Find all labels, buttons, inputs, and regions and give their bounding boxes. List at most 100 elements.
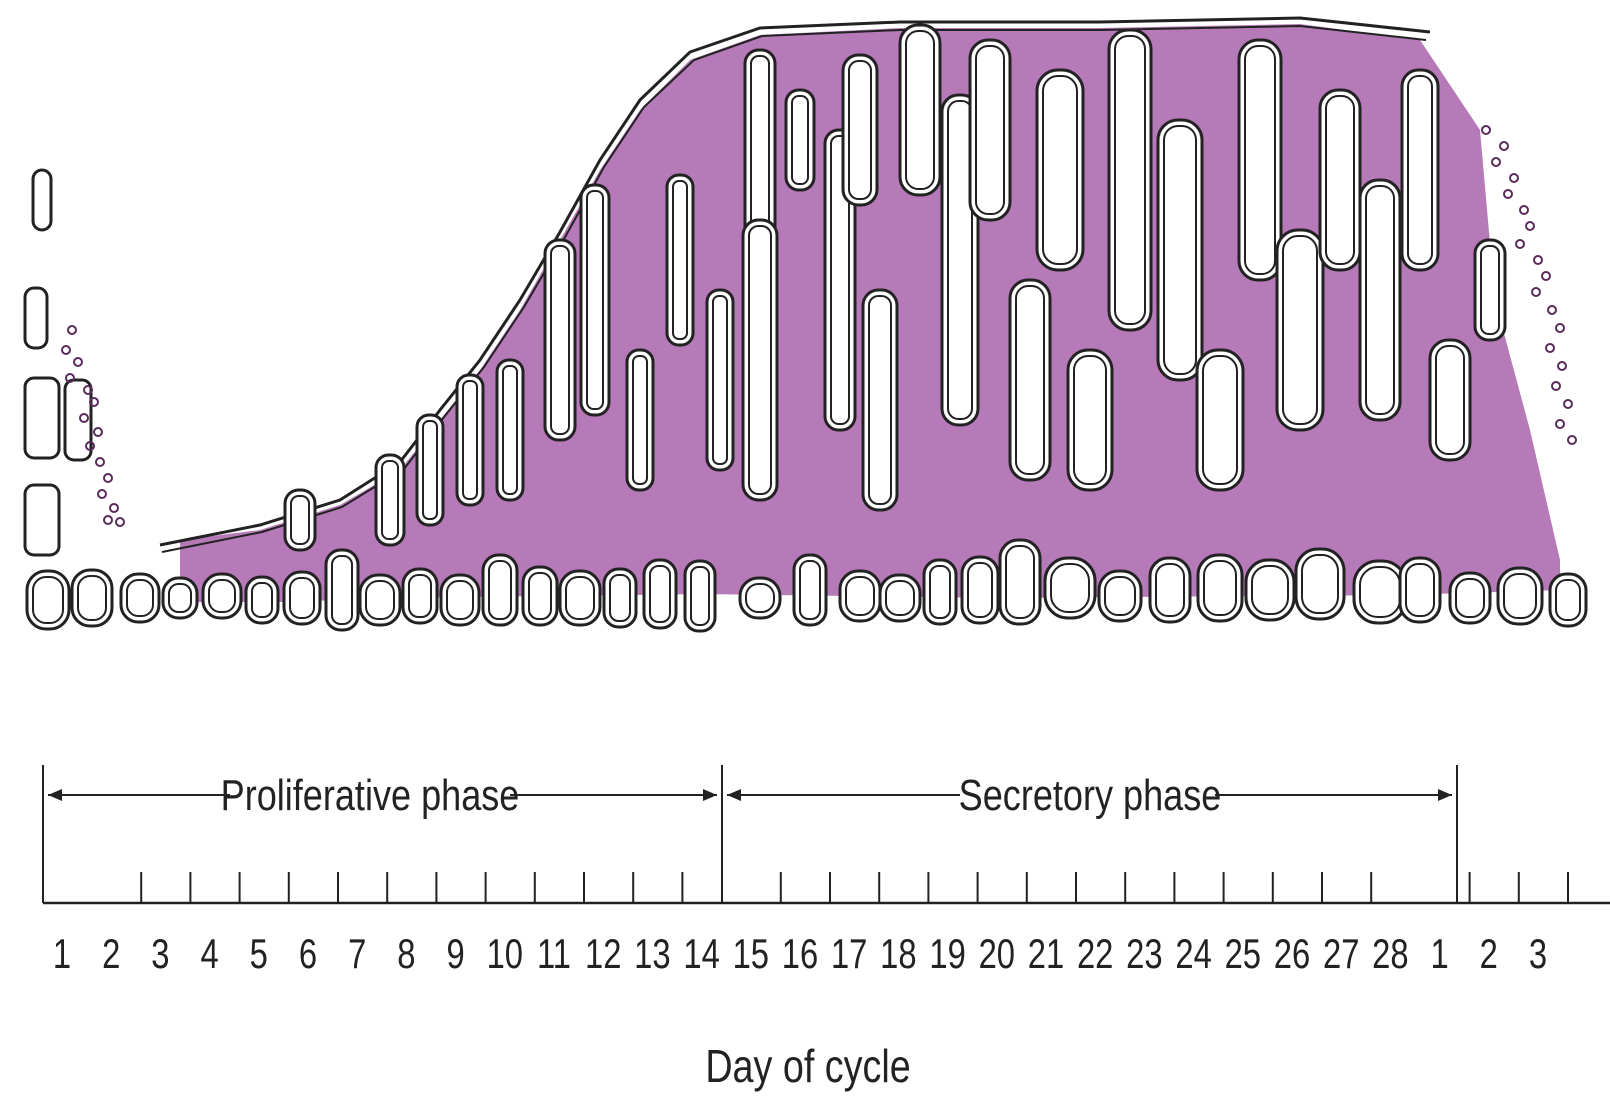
- blood-dot: [1481, 125, 1491, 135]
- blood-dot: [1557, 361, 1567, 371]
- shed-fragment: [23, 376, 61, 460]
- day-tick-label: 19: [929, 930, 965, 977]
- gland: [521, 565, 559, 627]
- blood-dot: [65, 373, 75, 383]
- secretory-phase-label: Secretory phase: [959, 771, 1222, 820]
- blood-dot: [109, 503, 119, 513]
- day-tick-label: 10: [487, 930, 523, 977]
- day-tick-label: 21: [1028, 930, 1064, 977]
- gland: [792, 553, 828, 627]
- gland: [1548, 572, 1588, 628]
- day-tick-label: 7: [348, 930, 366, 977]
- blood-dot: [67, 325, 77, 335]
- gland: [922, 558, 958, 626]
- gland: [161, 576, 199, 620]
- gland: [1148, 556, 1192, 624]
- blood-dot: [1563, 399, 1573, 409]
- blood-dot: [1567, 435, 1577, 445]
- gland: [1097, 569, 1143, 623]
- proliferative-phase-label: Proliferative phase: [221, 771, 520, 820]
- gland: [401, 567, 439, 625]
- gland: [455, 373, 485, 507]
- blood-dot: [1503, 189, 1513, 199]
- blood-dot: [115, 517, 125, 527]
- gland: [358, 573, 402, 627]
- blood-dot: [1541, 271, 1551, 281]
- gland: [1294, 547, 1346, 621]
- gland: [665, 173, 695, 347]
- blood-dot: [1545, 343, 1555, 353]
- day-tick-label: 25: [1225, 930, 1261, 977]
- gland: [558, 569, 602, 627]
- blood-dot: [1509, 173, 1519, 183]
- blood-dot: [85, 441, 95, 451]
- gland: [1428, 338, 1472, 462]
- gland: [415, 413, 445, 527]
- blood-dot: [1519, 205, 1529, 215]
- day-tick-label: 5: [250, 930, 268, 977]
- blood-dot: [1491, 157, 1501, 167]
- gland: [283, 488, 317, 552]
- gland: [1352, 559, 1408, 625]
- day-tick-label: 14: [683, 930, 719, 977]
- blood-dot: [1533, 255, 1543, 265]
- gland: [543, 238, 577, 442]
- gland: [998, 538, 1042, 626]
- day-tick-label: 28: [1372, 930, 1408, 977]
- proliferative-phase-arrow: Proliferative phase: [48, 771, 717, 820]
- menstrual-shedding-left: [23, 168, 93, 557]
- blood-cell-dots: [61, 125, 1577, 527]
- gland: [1400, 68, 1440, 272]
- blood-dot: [89, 397, 99, 407]
- day-tick-label: 13: [634, 930, 670, 977]
- day-tick-label: 4: [200, 930, 218, 977]
- gland: [1237, 38, 1283, 282]
- gland: [1275, 228, 1325, 432]
- day-tick-label: 12: [585, 930, 621, 977]
- day-tick-label: 23: [1126, 930, 1162, 977]
- gland: [1473, 238, 1507, 342]
- gland: [878, 573, 922, 623]
- gland: [1244, 558, 1296, 622]
- gland: [823, 128, 857, 432]
- gland: [738, 576, 782, 620]
- gland: [324, 548, 360, 632]
- blood-dot: [95, 457, 105, 467]
- blood-dot: [1555, 419, 1565, 429]
- blood-dot: [61, 345, 71, 355]
- gland: [1107, 28, 1153, 332]
- day-tick-label: 9: [446, 930, 464, 977]
- gland: [1448, 571, 1492, 625]
- gland: [1066, 348, 1114, 492]
- gland: [374, 453, 406, 547]
- gland: [1398, 556, 1442, 624]
- day-tick-label: 3: [1529, 930, 1547, 977]
- gland: [1156, 118, 1204, 382]
- gland: [1035, 68, 1085, 272]
- blood-dot: [1547, 305, 1557, 315]
- day-ticks: [140, 872, 1569, 903]
- shed-fragment: [23, 286, 49, 350]
- day-tick-label: 27: [1323, 930, 1359, 977]
- gland: [683, 559, 717, 633]
- day-tick-label: 16: [782, 930, 818, 977]
- gland: [1496, 566, 1544, 626]
- gland: [1043, 556, 1097, 620]
- blood-dot: [103, 515, 113, 525]
- gland: [481, 553, 519, 627]
- gland: [579, 183, 611, 417]
- gland: [898, 23, 942, 197]
- gland: [705, 288, 735, 472]
- blood-dot: [103, 473, 113, 483]
- gland: [625, 348, 655, 492]
- blood-dot: [1531, 287, 1541, 297]
- day-tick-label: 22: [1077, 930, 1113, 977]
- gland: [244, 575, 280, 625]
- day-tick-label: 1: [1430, 930, 1448, 977]
- day-tick-label: 24: [1175, 930, 1211, 977]
- gland: [1318, 88, 1362, 272]
- day-tick-label: 8: [397, 930, 415, 977]
- gland: [602, 567, 638, 629]
- gland: [741, 218, 779, 502]
